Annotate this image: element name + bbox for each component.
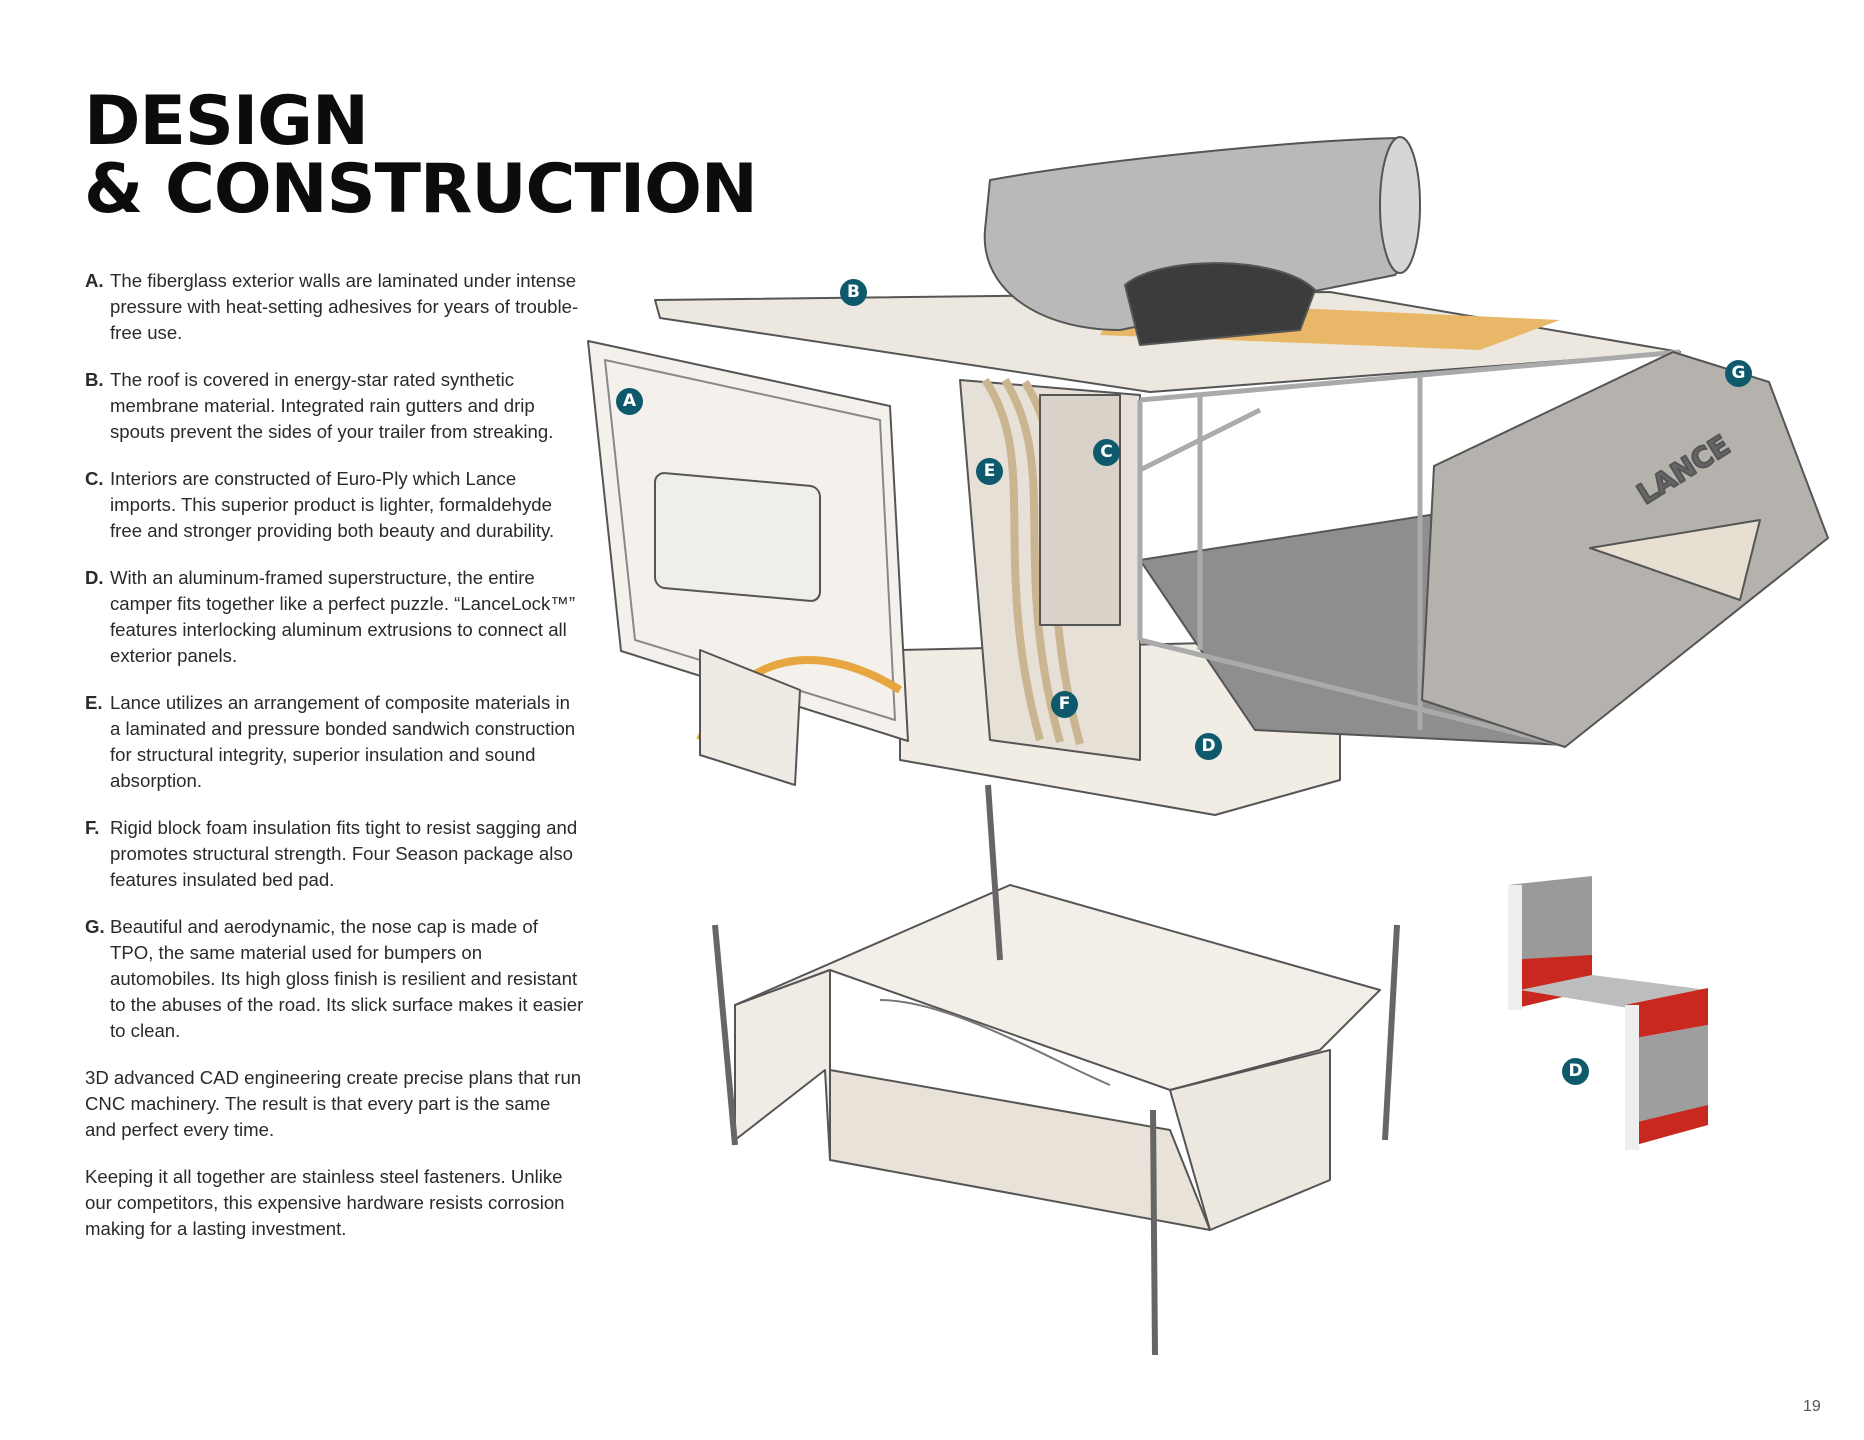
ac-unit xyxy=(1124,262,1316,346)
feature-letter: A. xyxy=(85,270,104,291)
lancelock-extrusion-inset xyxy=(1508,876,1708,1150)
feature-c: C. Interiors are constructed of Euro-Ply … xyxy=(85,466,585,544)
callout-a: A xyxy=(616,388,643,415)
feature-d: D. With an aluminum-framed superstructure… xyxy=(85,565,585,669)
floor-frame-curve xyxy=(879,999,1111,1086)
interior-door xyxy=(1039,394,1121,626)
callout-b: B xyxy=(840,279,867,306)
feature-letter: D. xyxy=(85,567,104,588)
aluminum-frame xyxy=(1137,349,1681,748)
callout-f: F xyxy=(1051,691,1078,718)
feature-letter: G. xyxy=(85,916,105,937)
feature-f: F. Rigid block foam insulation fits tight… xyxy=(85,815,585,893)
callout-d: D xyxy=(1195,733,1222,760)
wall-panel-inner xyxy=(604,359,896,721)
floor-frame-top xyxy=(734,884,1381,1091)
page-title: DESIGN & CONSTRUCTION xyxy=(84,82,758,229)
feature-letter: B. xyxy=(85,369,104,390)
feature-text: The roof is covered in energy-star rated… xyxy=(110,369,554,442)
cad-paragraph: 3D advanced CAD engineering create preci… xyxy=(85,1067,582,1140)
overhang-base xyxy=(699,649,801,786)
feature-text: With an aluminum-framed superstructure, … xyxy=(110,567,576,666)
feature-text: The fiberglass exterior walls are lamina… xyxy=(110,270,579,343)
callout-g: G xyxy=(1725,360,1752,387)
feature-letter: F. xyxy=(85,817,100,838)
feature-b: B. The roof is covered in energy-star rat… xyxy=(85,367,585,445)
feature-text: Rigid block foam insulation fits tight t… xyxy=(110,817,578,890)
jack-legs xyxy=(712,784,1400,1356)
callout-d-inset: D xyxy=(1562,1058,1589,1085)
feature-text: Lance utilizes an arrangement of composi… xyxy=(110,692,576,791)
feature-a: A. The fiberglass exterior walls are lami… xyxy=(85,268,585,346)
wall-window xyxy=(654,472,821,602)
fasteners-paragraph: Keeping it all together are stainless st… xyxy=(85,1166,565,1239)
feature-text: Beautiful and aerodynamic, the nose cap … xyxy=(110,916,584,1041)
callout-e: E xyxy=(976,458,1003,485)
feature-letter: E. xyxy=(85,692,103,713)
feature-list: A. The fiberglass exterior walls are lami… xyxy=(85,268,585,1263)
feature-e: E. Lance utilizes an arrangement of compo… xyxy=(85,690,585,794)
feature-g: G.Beautiful and aerodynamic, the nose ca… xyxy=(85,914,585,1044)
nose-cap-chevron xyxy=(1589,519,1761,601)
feature-letter: C. xyxy=(85,468,104,489)
page-number: 19 xyxy=(1803,1398,1821,1415)
title-line-1: DESIGN xyxy=(84,82,369,161)
title-line-2: & CONSTRUCTION xyxy=(84,150,758,229)
feature-text: Interiors are constructed of Euro-Ply wh… xyxy=(110,468,555,541)
callout-c: C xyxy=(1093,439,1120,466)
floor-frame-front xyxy=(1169,1049,1331,1231)
membrane-roll-end xyxy=(1379,136,1421,274)
